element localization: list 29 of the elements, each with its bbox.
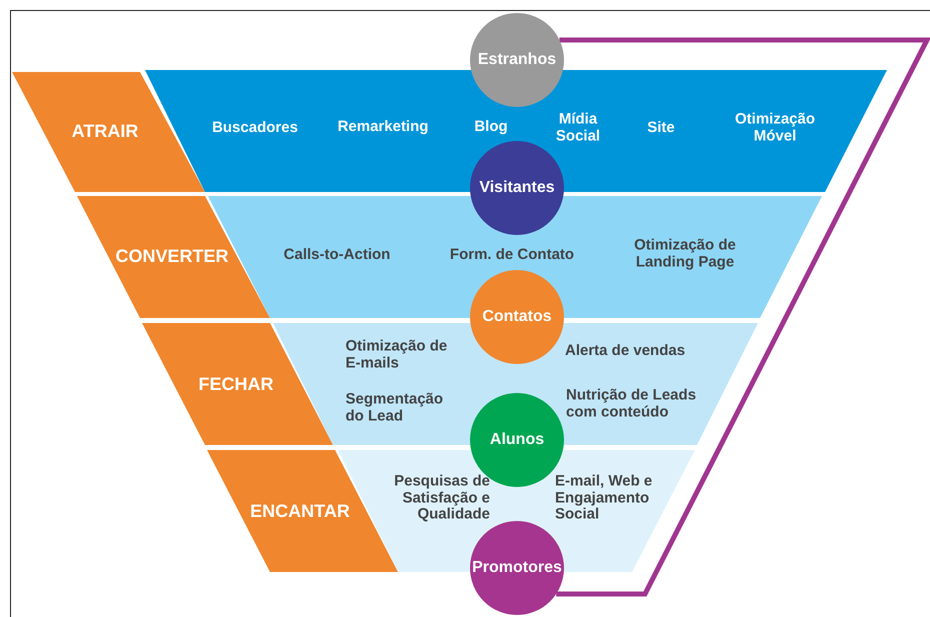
tactic-label: Mídia Social xyxy=(554,112,602,144)
stage-name: FECHAR xyxy=(198,375,274,395)
tactic-label: Form. de Contato xyxy=(448,246,576,264)
stage-label: Estranhos xyxy=(478,51,556,69)
stage-banner xyxy=(77,196,270,318)
tactic-label: Otimização de E-mails xyxy=(346,338,448,372)
stage-label: Visitantes xyxy=(479,179,555,197)
tactic-label: Remarketing xyxy=(336,118,430,136)
tactic-label: Buscadores xyxy=(211,120,299,136)
tactic-label: Alerta de vendas xyxy=(565,342,686,360)
tactic-label: Otimização Móvel xyxy=(734,112,816,144)
stage-banner xyxy=(142,323,333,445)
stage-banner xyxy=(12,72,205,192)
tactic-label: Blog xyxy=(473,118,509,136)
tactic-label: Calls-to-Action xyxy=(282,246,392,264)
tactic-label: E-mail, Web e Engajamento Social xyxy=(555,473,654,523)
stage-label: Promotores xyxy=(472,559,562,577)
stage-name: ATRAIR xyxy=(72,122,138,142)
tactic-label: Otimização de Landing Page xyxy=(633,238,737,270)
tactic-label: Nutrição de Leads com conteúdo xyxy=(566,388,698,420)
tactic-label: Segmentação do Lead xyxy=(346,392,444,424)
stage-label: Alunos xyxy=(490,431,544,449)
stage-name: ENCANTAR xyxy=(250,502,350,522)
connector-line xyxy=(556,38,930,596)
stage-name: CONVERTER xyxy=(116,247,228,267)
stage-label: Contatos xyxy=(482,308,552,326)
funnel-band xyxy=(273,323,758,445)
tactic-label: Pesquisas de Satisfação e Qualidade xyxy=(393,473,490,523)
tactic-label: Site xyxy=(646,120,676,136)
